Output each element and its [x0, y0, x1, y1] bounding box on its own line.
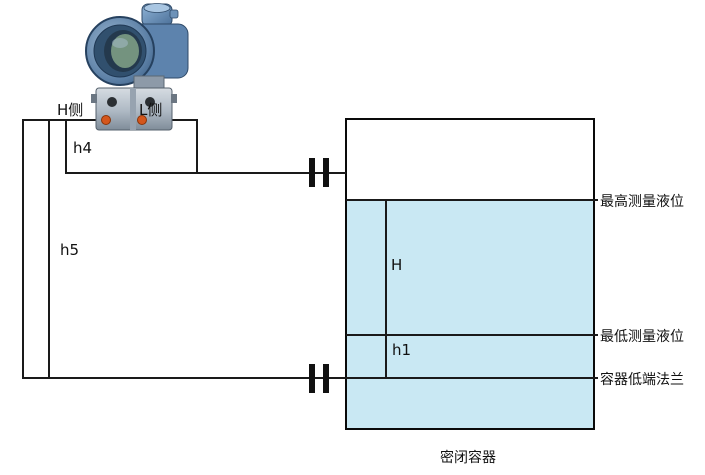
h4-dimension-line — [65, 119, 67, 174]
max-level-label: 最高测量液位 — [600, 194, 684, 210]
h-side-port — [107, 97, 117, 107]
tank — [345, 118, 595, 430]
transmitter-face — [85, 16, 155, 86]
span-dimension-line — [385, 200, 387, 378]
l-side-pipe-vertical — [196, 119, 198, 174]
side-bolt — [91, 94, 97, 103]
transmitter-cap — [141, 3, 179, 27]
side-bolt — [171, 94, 177, 103]
tank-liquid — [347, 200, 593, 428]
flange-bar — [309, 364, 315, 393]
flange-bar — [309, 158, 315, 187]
h5-label: h5 — [60, 241, 80, 259]
h5-dimension-line — [48, 119, 50, 379]
h-side-label: H侧 — [57, 101, 84, 119]
l-side-port — [145, 97, 155, 107]
vessel-caption: 密闭容器 — [440, 450, 496, 466]
flange-bar — [323, 158, 329, 187]
dp-transmitter — [82, 2, 194, 140]
min-level-line — [346, 334, 598, 336]
top-tap-pipe — [65, 172, 346, 174]
h1-label: h1 — [392, 341, 412, 359]
h-side-pipe-vertical — [22, 119, 24, 379]
dp-transmitter-icon — [85, 3, 189, 131]
bottom-flange-label: 容器低端法兰 — [600, 372, 684, 388]
flange-bolt — [101, 115, 111, 125]
span-label: H — [391, 256, 403, 274]
min-level-label: 最低测量液位 — [600, 329, 684, 345]
transmitter-flange — [91, 87, 177, 131]
flange-bolt — [137, 115, 147, 125]
flange-bar — [323, 364, 329, 393]
l-side-label: L侧 — [139, 101, 163, 119]
h4-label: h4 — [73, 139, 93, 157]
max-level-line — [346, 199, 598, 201]
